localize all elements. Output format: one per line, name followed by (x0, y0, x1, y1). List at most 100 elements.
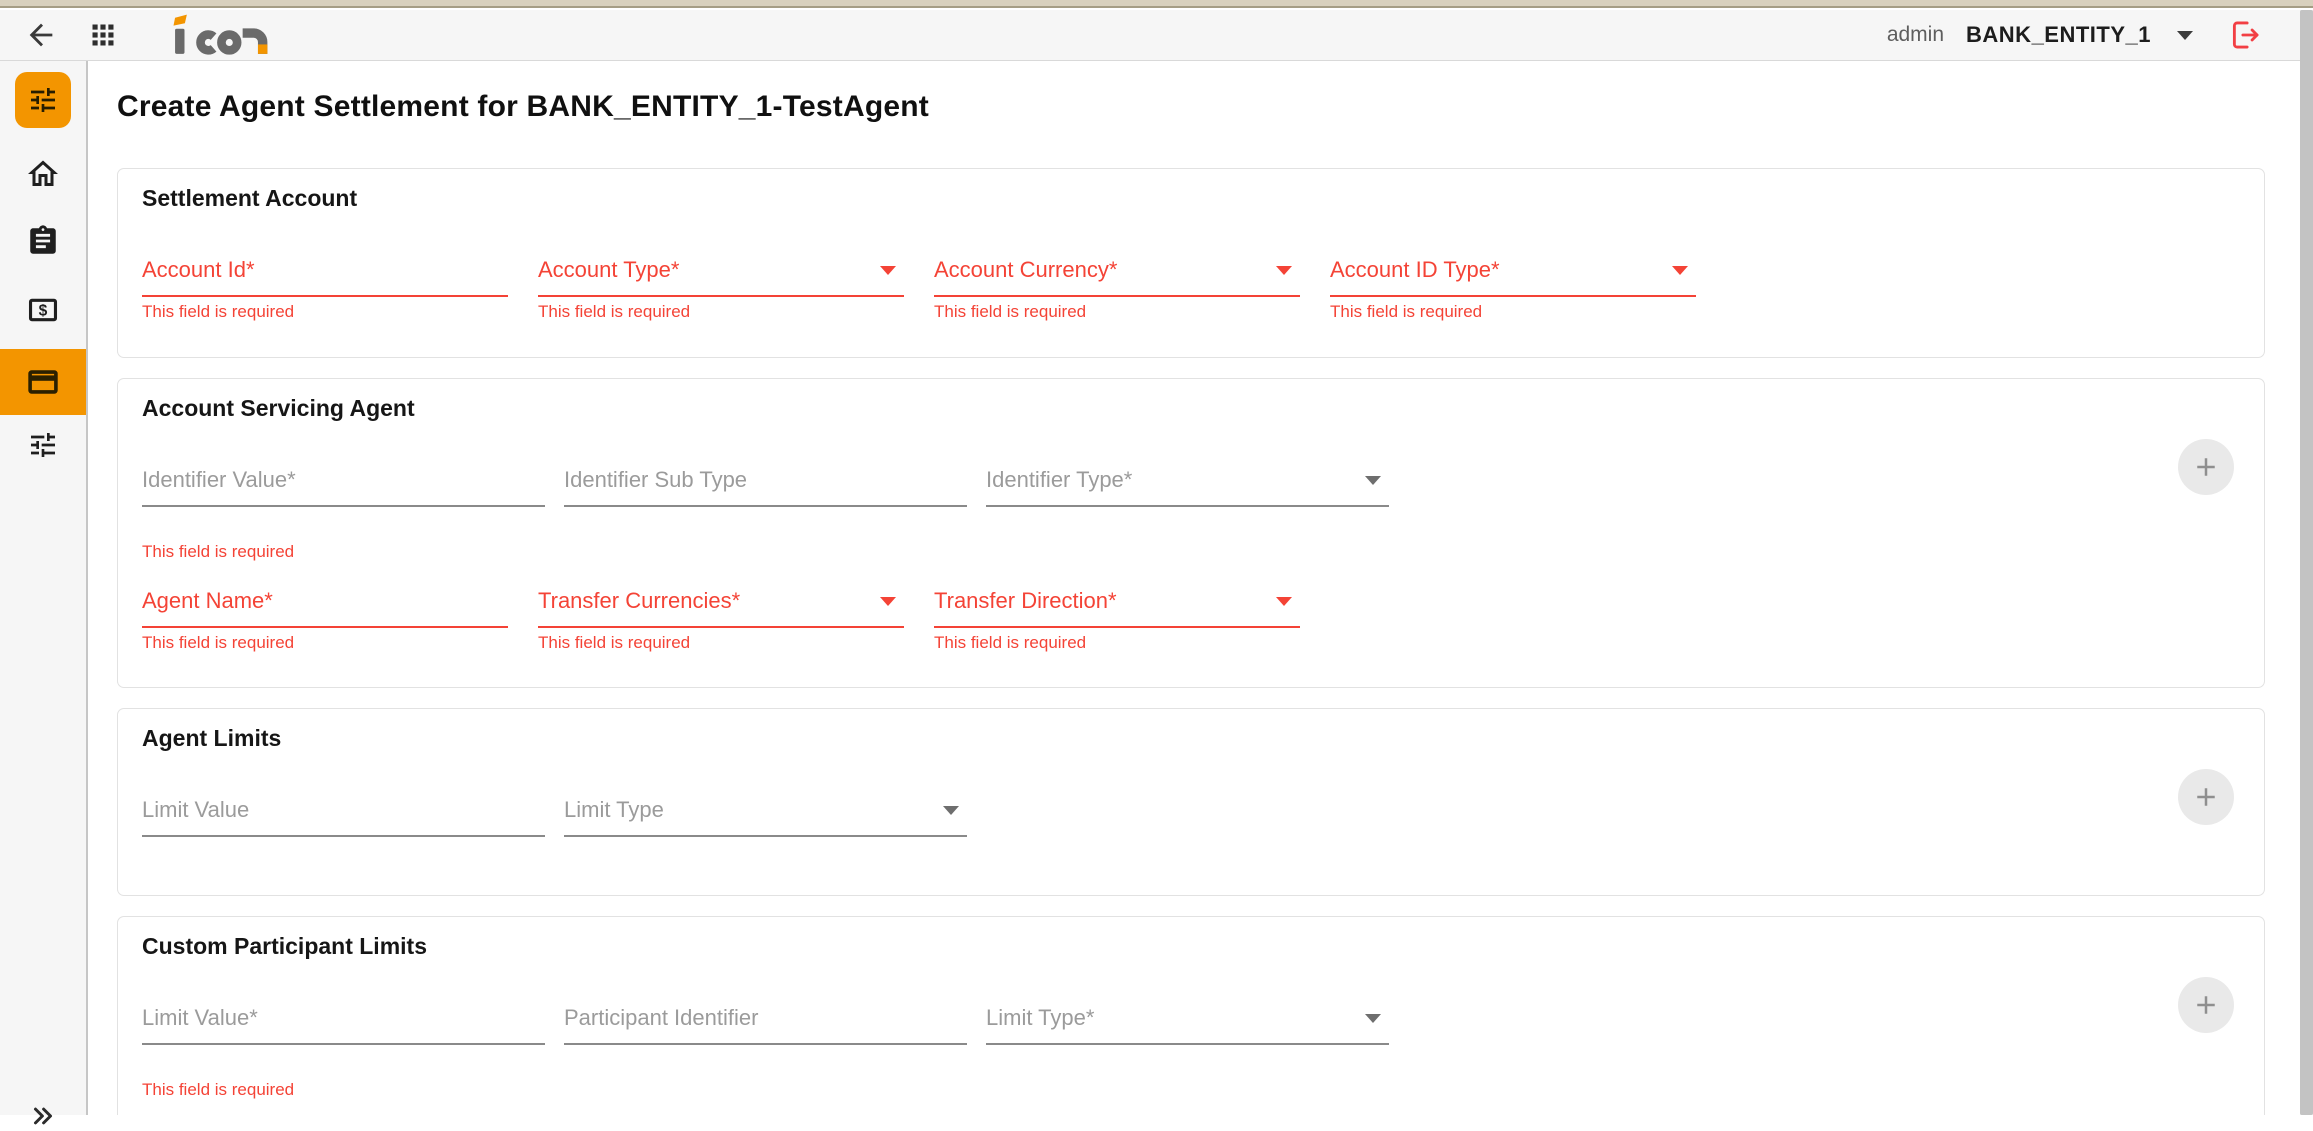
field-row: Limit Value Limit Type (142, 797, 2240, 837)
logout-icon (2232, 21, 2259, 49)
field-label: Limit Type (564, 797, 664, 822)
dropdown-caret-icon[interactable] (1365, 1014, 1381, 1023)
identifier-sub-type-field[interactable]: Identifier Sub Type (564, 467, 967, 507)
custom-participant-limits-section: Custom Participant Limits Limit Value* T… (117, 916, 2265, 1115)
logout-button[interactable] (2227, 17, 2263, 53)
section-title: Agent Limits (142, 725, 282, 751)
field-underline (538, 295, 904, 297)
sidebar-item-settings-top[interactable] (15, 72, 71, 128)
page-scrollbar[interactable] (2300, 10, 2313, 1115)
header-right-group: admin BANK_ENTITY_1 (1887, 17, 2263, 53)
dropdown-caret-icon[interactable] (880, 597, 896, 606)
field-error: This field is required (142, 633, 295, 652)
dropdown-caret-icon[interactable] (943, 806, 959, 815)
user-role-label: admin (1886, 23, 1945, 46)
sidebar-item-payments[interactable]: $ (0, 293, 86, 327)
add-agent-limit-button[interactable] (2178, 769, 2234, 825)
add-servicing-agent-button[interactable] (2178, 439, 2234, 495)
field-label: Account Id* (142, 257, 255, 282)
field-error: This field is required (538, 633, 691, 652)
field-underline (564, 505, 967, 507)
field-label: Participant Identifier (564, 1005, 759, 1030)
custom-limit-value-field[interactable]: Limit Value* This field is required (142, 1005, 545, 1100)
sidebar-item-configuration[interactable] (0, 429, 86, 461)
limit-type-select[interactable]: Limit Type (564, 797, 967, 837)
sidebar-item-home[interactable] (0, 156, 86, 192)
dropdown-caret-icon[interactable] (880, 266, 896, 275)
sidebar-expand-button[interactable] (0, 1101, 86, 1131)
add-icon (2197, 996, 2215, 1014)
field-error: This field is required (142, 302, 295, 321)
field-label: Agent Name* (142, 588, 273, 613)
field-error: This field is required (934, 633, 1087, 652)
identifier-type-select[interactable]: Identifier Type* (986, 467, 1389, 507)
expand-sidebar-icon (34, 1107, 52, 1125)
identifier-value-field[interactable]: Identifier Value* This field is required (142, 467, 545, 562)
custom-limit-type-select[interactable]: Limit Type* (986, 1005, 1389, 1045)
apps-menu-button[interactable] (88, 20, 118, 50)
field-underline (142, 626, 508, 628)
sidebar-item-accounts-active[interactable] (0, 349, 86, 415)
back-button[interactable] (24, 18, 58, 52)
settings-sliders-icon (31, 88, 55, 112)
transfer-direction-select[interactable]: Transfer Direction* This field is requir… (934, 588, 1300, 653)
add-icon (2197, 788, 2215, 806)
app-header: admin BANK_ENTITY_1 (0, 10, 2313, 61)
field-label: Identifier Type* (986, 467, 1133, 492)
agent-name-field[interactable]: Agent Name* This field is required (142, 588, 508, 653)
account-currency-select[interactable]: Account Currency* This field is required (934, 257, 1300, 322)
settlement-account-section: Settlement Account Account Id* This fiel… (117, 168, 2265, 358)
clipboard-icon (30, 225, 56, 254)
transfer-currencies-select[interactable]: Transfer Currencies* This field is requi… (538, 588, 904, 653)
limit-value-field[interactable]: Limit Value (142, 797, 545, 837)
field-underline (934, 295, 1300, 297)
dropdown-caret-icon[interactable] (1672, 266, 1688, 275)
field-row: Agent Name* This field is required Trans… (142, 588, 2240, 653)
account-servicing-agent-section: Account Servicing Agent Identifier Value… (117, 378, 2265, 688)
dropdown-caret-icon[interactable] (1276, 266, 1292, 275)
field-underline (142, 505, 545, 507)
section-title: Custom Participant Limits (142, 933, 427, 959)
field-underline (1330, 295, 1696, 297)
field-error: This field is required (538, 302, 691, 321)
sidebar-item-tasks[interactable] (0, 224, 86, 258)
field-label: Account Type* (538, 257, 680, 282)
field-label: Transfer Direction* (934, 588, 1117, 613)
field-underline (142, 295, 508, 297)
field-label: Transfer Currencies* (538, 588, 741, 613)
main-content: Create Agent Settlement for BANK_ENTITY_… (88, 61, 2300, 1115)
entity-selector[interactable]: BANK_ENTITY_1 (1966, 22, 2193, 48)
field-error: This field is required (934, 302, 1087, 321)
participant-identifier-field[interactable]: Participant Identifier (564, 1005, 967, 1045)
form-sections: Settlement Account Account Id* This fiel… (117, 168, 2265, 1115)
window-top-strip (0, 0, 2313, 8)
account-id-field[interactable]: Account Id* This field is required (142, 257, 508, 322)
entity-name-label: BANK_ENTITY_1 (1966, 22, 2151, 47)
add-custom-participant-limit-button[interactable] (2178, 977, 2234, 1033)
account-type-select[interactable]: Account Type* This field is required (538, 257, 904, 322)
field-error: This field is required (142, 1080, 295, 1099)
account-id-type-select[interactable]: Account ID Type* This field is required (1330, 257, 1696, 322)
field-label: Account ID Type* (1330, 257, 1500, 282)
field-underline (142, 835, 545, 837)
field-underline (564, 835, 967, 837)
icon-logo (173, 14, 268, 55)
banknote-icon: $ (28, 298, 58, 322)
dropdown-caret-icon[interactable] (1365, 476, 1381, 485)
section-title: Account Servicing Agent (142, 395, 415, 421)
entity-caret-icon (2177, 30, 2193, 40)
add-icon (2197, 458, 2215, 476)
field-label: Limit Value (142, 797, 250, 822)
apps-grid-icon (92, 24, 114, 46)
dropdown-caret-icon[interactable] (1276, 597, 1292, 606)
field-error: This field is required (142, 542, 295, 561)
agent-limits-section: Agent Limits Limit Value Limit Type (117, 708, 2265, 896)
scrollbar-thumb[interactable] (2300, 10, 2313, 1115)
sidebar-nav: $ (0, 61, 88, 1125)
field-underline (538, 626, 904, 628)
field-underline (142, 1043, 545, 1045)
tune-icon (31, 433, 55, 457)
field-underline (986, 505, 1389, 507)
field-label: Identifier Value* (142, 467, 296, 492)
field-underline (986, 1043, 1389, 1045)
